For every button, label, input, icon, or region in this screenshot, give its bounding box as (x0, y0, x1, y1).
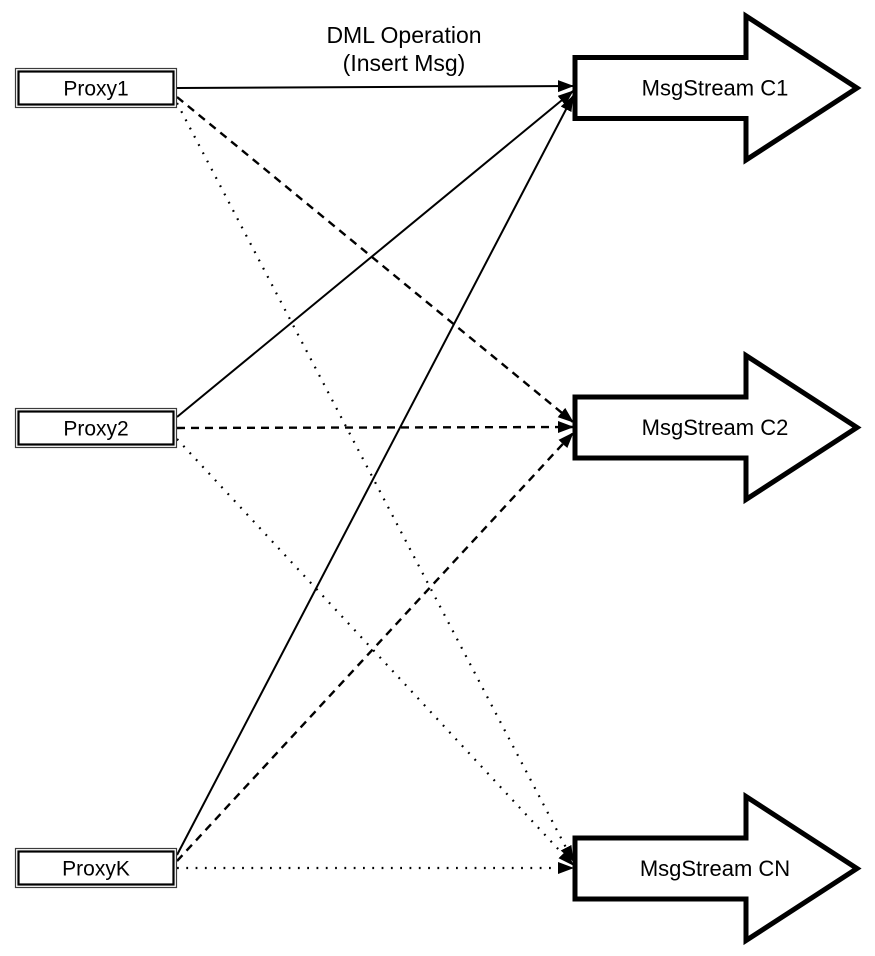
proxyk-label: ProxyK (62, 858, 130, 881)
edge-proxy1-cn (176, 102, 574, 862)
proxyk-box: ProxyK (14, 847, 178, 889)
edge-proxyk-c1 (176, 95, 574, 856)
edge-proxy1-c2 (176, 96, 574, 423)
msgstream-c1-arrow: MsgStream C1 (572, 11, 862, 165)
edge-proxy2-cn (176, 438, 574, 866)
edge-proxy2-c1 (176, 90, 574, 418)
edge-proxyk-c2 (176, 432, 574, 862)
proxy2-label: Proxy2 (63, 418, 128, 441)
msgstream-cn-arrow: MsgStream CN (572, 791, 862, 946)
dml-operation-label-line1: DML Operation (326, 22, 481, 48)
proxy1-label: Proxy1 (63, 78, 128, 101)
msgstream-c2-arrow: MsgStream C2 (572, 350, 862, 505)
edge-proxy1-c1 (176, 80, 574, 93)
msgstream-c1-label: MsgStream C1 (642, 76, 789, 101)
dml-operation-label: DML Operation (Insert Msg) (326, 22, 481, 76)
msgstream-c2-label: MsgStream C2 (642, 415, 789, 440)
edge-proxy2-c2 (176, 421, 574, 434)
msgstream-cn-label: MsgStream CN (640, 856, 790, 881)
proxy1-box: Proxy1 (14, 67, 178, 109)
dml-operation-label-line2: (Insert Msg) (343, 50, 466, 76)
proxy2-box: Proxy2 (14, 407, 178, 449)
